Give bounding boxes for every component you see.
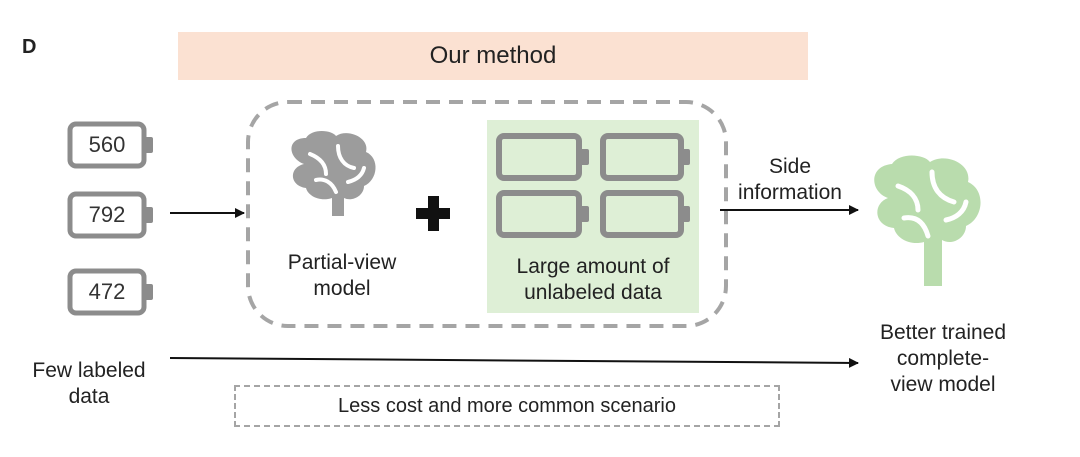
battery-icon <box>600 190 690 238</box>
unlabeled-data-label: Large amount of unlabeled data <box>516 255 670 304</box>
battery-icon <box>496 190 589 238</box>
battery-icon <box>496 133 589 181</box>
complete-view-model-label: Better trained complete- view model <box>879 321 1007 396</box>
battery-icon <box>600 133 690 181</box>
method-title: Our method <box>429 42 557 69</box>
method-container <box>246 100 728 328</box>
brain-icon <box>291 131 376 216</box>
few-labeled-data-label: Few labeled data <box>32 359 146 408</box>
battery-icon <box>67 268 153 316</box>
plus-icon <box>416 196 450 231</box>
battery-icon <box>67 121 153 169</box>
partial-view-model-label: Partial-view model <box>287 251 397 300</box>
battery-value: 472 <box>88 279 126 304</box>
battery-icon <box>67 191 153 239</box>
unlabeled-data-box <box>487 120 699 313</box>
battery-value: 792 <box>88 202 126 227</box>
arrow-icon <box>169 357 859 368</box>
battery-value: 560 <box>88 132 126 157</box>
side-information-label: Side information <box>738 155 842 204</box>
brain-icon <box>874 155 981 286</box>
panel-label: D <box>22 36 37 58</box>
less-cost-box: Less cost and more common scenario <box>234 385 780 427</box>
method-banner: Our method <box>178 32 808 80</box>
less-cost-label: Less cost and more common scenario <box>338 394 676 417</box>
